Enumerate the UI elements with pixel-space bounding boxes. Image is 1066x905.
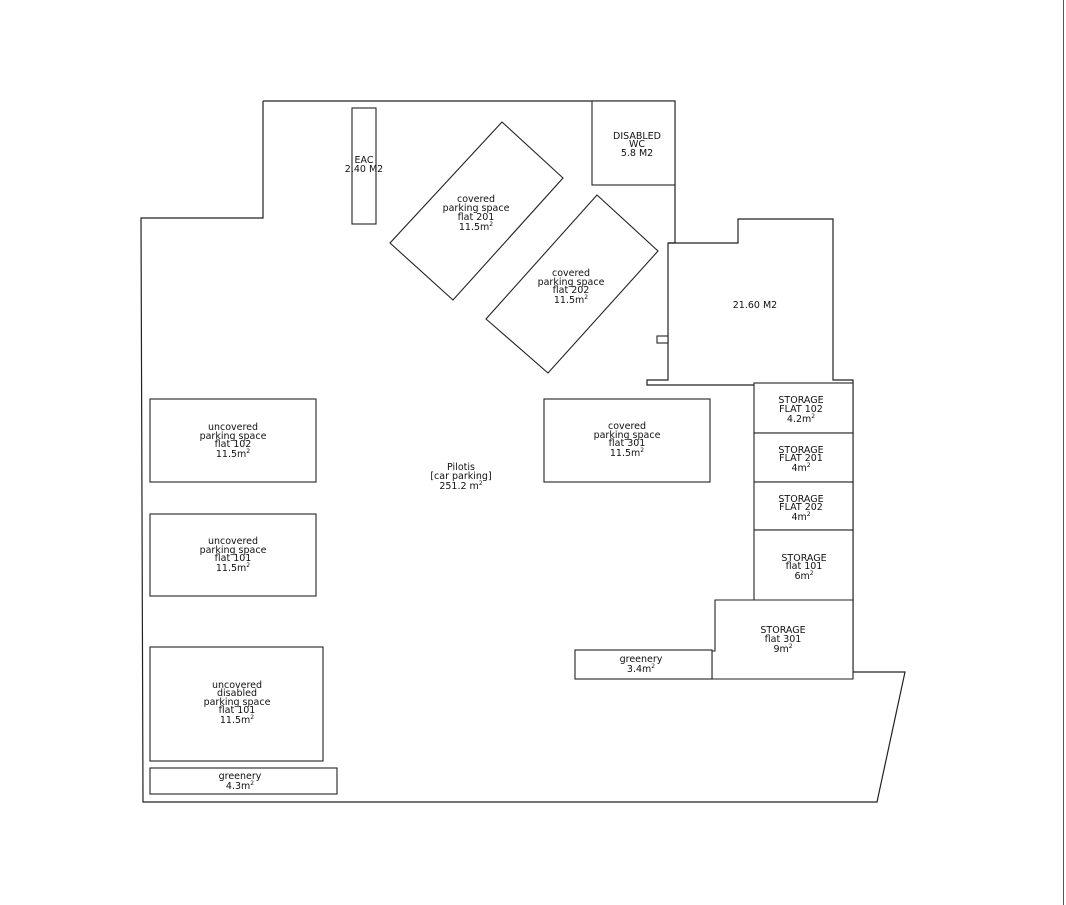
label-line: flat 102: [215, 439, 252, 450]
label-line: 21.60 M2: [733, 300, 777, 311]
label-line: 11.5m2: [220, 714, 254, 726]
greenery-43: [149, 767, 338, 795]
label-line: covered: [457, 194, 495, 205]
label-line: FLAT 102: [779, 404, 823, 415]
label-storage-101: STORAGE flat 101 6m2: [781, 553, 826, 582]
label-greenery-43: greenery 4.3m2: [219, 771, 262, 792]
label-line: parking space: [200, 431, 267, 442]
label-line: flat 301: [765, 634, 802, 645]
label-line: STORAGE: [760, 625, 805, 636]
label-line: parking space: [443, 203, 510, 214]
label-line: 11.5m2: [216, 562, 250, 574]
label-line: 11.5m2: [216, 448, 250, 460]
label-room-2160: 21.60 M2: [733, 300, 777, 311]
label-line: STORAGE: [778, 494, 823, 505]
label-storage-301: STORAGE flat 301 9m2: [760, 625, 805, 655]
label-line: 9m2: [773, 643, 792, 655]
label-line: Pilotis: [447, 462, 475, 473]
label-line: 11.5m2: [610, 447, 644, 459]
room-2160-wall: [668, 218, 854, 385]
label-covered-202: covered parking space flat 202 11.5m2: [538, 268, 605, 306]
label-uncovered-102: uncovered parking space flat 102 11.5m2: [200, 422, 267, 460]
covered-parking-301: [543, 398, 711, 483]
label-line: DISABLED: [613, 131, 661, 142]
label-storage-201: STORAGE FLAT 201 4m2: [778, 445, 823, 474]
label-line: 5.8 M2: [621, 148, 653, 159]
label-uncovered-disabled-101: uncovered disabled parking space flat 10…: [204, 680, 271, 726]
label-line: 11.5m2: [554, 294, 588, 306]
label-line: parking space: [200, 545, 267, 556]
label-line: parking space: [204, 697, 271, 708]
label-line: STORAGE: [778, 395, 823, 406]
label-line: 4m2: [791, 462, 810, 474]
disabled-wc-room: [591, 100, 676, 186]
label-line: 2.40 M2: [345, 164, 383, 175]
label-line: flat 101: [786, 561, 823, 572]
label-line: parking space: [594, 430, 661, 441]
covered-parking-201: [389, 121, 564, 301]
label-line: FLAT 201: [779, 453, 823, 464]
label-line: flat 301: [609, 438, 646, 449]
label-line: WC: [629, 139, 645, 150]
label-line: 3.4m2: [627, 663, 655, 675]
label-line: uncovered: [208, 536, 258, 547]
storage-flat-202: [753, 481, 854, 531]
uncovered-parking-101: [149, 513, 317, 597]
label-line: flat 201: [458, 212, 495, 223]
label-line: parking space: [538, 277, 605, 288]
label-covered-301: covered parking space flat 301 11.5m2: [594, 421, 661, 459]
label-covered-201: covered parking space flat 201 11.5m2: [443, 194, 510, 233]
label-line: 251.2 m2: [439, 480, 482, 492]
eac-room: [351, 107, 377, 225]
storage-flat-102: [753, 382, 854, 434]
label-pilotis: Pilotis [car parking] 251.2 m2: [430, 462, 491, 492]
label-line: STORAGE: [778, 445, 823, 456]
label-line: 4.2m2: [787, 413, 815, 425]
label-line: EAC: [355, 155, 374, 166]
covered-parking-202: [485, 194, 659, 374]
page-edge-line: [1063, 0, 1065, 905]
uncovered-parking-102: [149, 398, 317, 483]
label-line: uncovered: [212, 680, 262, 691]
label-line: uncovered: [208, 422, 258, 433]
label-disabled-wc: DISABLED WC 5.8 M2: [613, 131, 661, 159]
wall-notch: [656, 335, 669, 344]
uncovered-disabled-parking-101: [149, 646, 324, 762]
label-line: disabled: [217, 688, 257, 699]
label-line: [car parking]: [430, 471, 491, 482]
greenery-34: [574, 649, 713, 680]
label-line: STORAGE: [781, 553, 826, 564]
label-line: flat 202: [553, 285, 590, 296]
label-line: covered: [608, 421, 646, 432]
label-line: 4.3m2: [226, 780, 254, 792]
label-line: greenery: [219, 771, 262, 782]
storage-flat-101: [753, 529, 854, 603]
label-line: 4m2: [791, 511, 810, 523]
label-storage-202: STORAGE FLAT 202 4m2: [778, 494, 823, 523]
label-line: greenery: [620, 654, 663, 665]
label-storage-102: STORAGE FLAT 102 4.2m2: [778, 395, 823, 425]
label-line: 11.5m2: [459, 221, 493, 233]
label-greenery-34: greenery 3.4m2: [620, 654, 663, 675]
label-uncovered-101: uncovered parking space flat 101 11.5m2: [200, 536, 267, 574]
label-line: flat 101: [219, 705, 256, 716]
label-eac: EAC 2.40 M2: [345, 155, 383, 175]
label-line: 6m2: [794, 570, 813, 582]
label-line: FLAT 202: [779, 502, 823, 513]
label-line: covered: [552, 268, 590, 279]
label-line: flat 101: [215, 553, 252, 564]
